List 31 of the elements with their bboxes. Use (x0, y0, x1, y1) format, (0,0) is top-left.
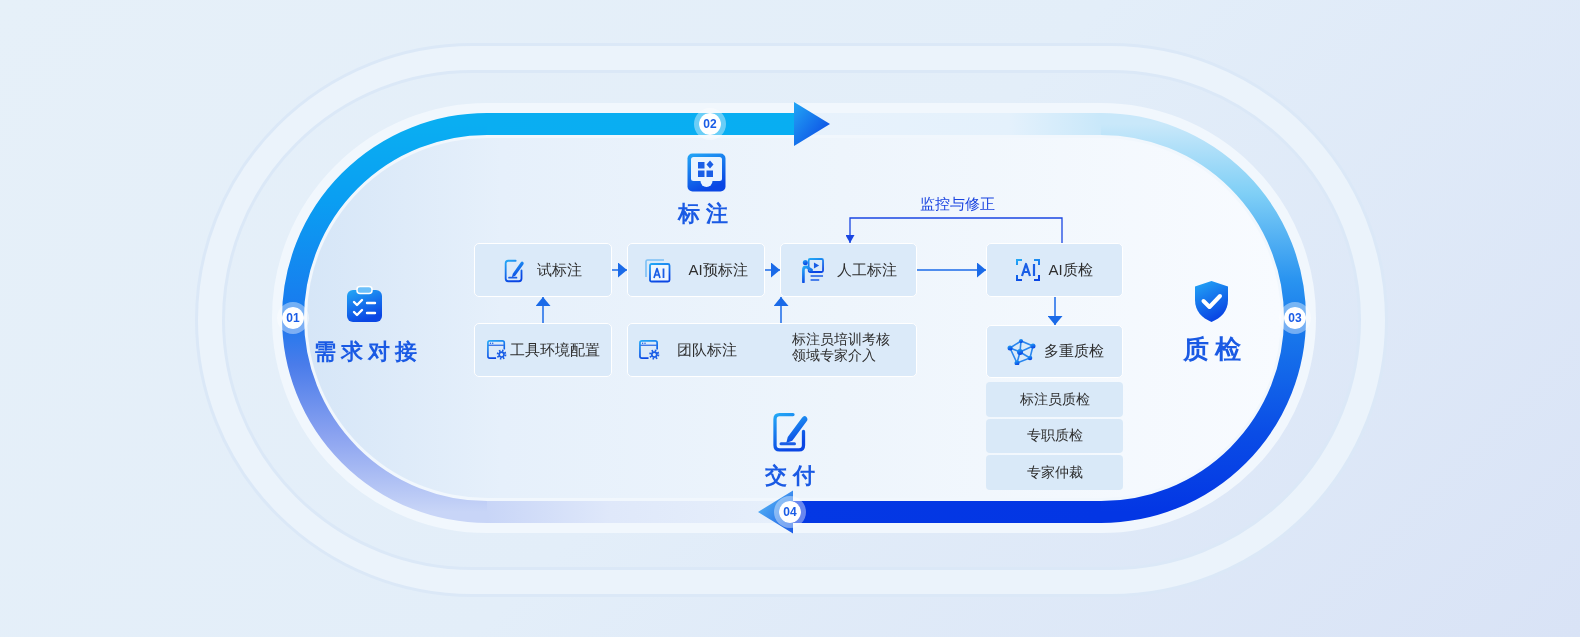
process-box (627, 323, 917, 377)
process-box (474, 243, 612, 297)
step-title: 团队标注 (677, 341, 737, 360)
step-title: 多重质检 (1043, 342, 1104, 361)
arrow (611, 262, 628, 278)
process-box (474, 323, 612, 377)
step-title: AI质检 (1048, 260, 1093, 280)
step-box: 专职质检 (986, 419, 1123, 453)
step-title: 工具环境配置 (509, 340, 600, 360)
arrow (1047, 296, 1063, 326)
arrow (773, 296, 789, 324)
step-title: AI预标注 (688, 260, 748, 280)
process-box (627, 243, 765, 297)
process-box (986, 325, 1123, 378)
arrow (916, 262, 987, 278)
step-box: 专家仲裁 (986, 455, 1123, 490)
detail-text: 标注员培训考核 (792, 331, 890, 348)
step-title: 人工标注 (836, 260, 897, 280)
step-title: 试标注 (537, 260, 582, 280)
stage-title: 质检 (1182, 334, 1247, 364)
arrow (535, 296, 551, 324)
stage-title: 需求对接 (312, 339, 422, 365)
stage-title: 标注 (676, 201, 734, 227)
process-box (986, 243, 1123, 297)
elbow-arrow (845, 217, 1063, 244)
stage-title: 交付 (764, 463, 821, 489)
edge-label: 监控与修正 (920, 196, 995, 213)
detail-text: 领域专家介入 (792, 347, 876, 365)
arrow (764, 262, 781, 278)
step-box: 标注员质检 (986, 382, 1123, 417)
process-box (780, 243, 917, 297)
